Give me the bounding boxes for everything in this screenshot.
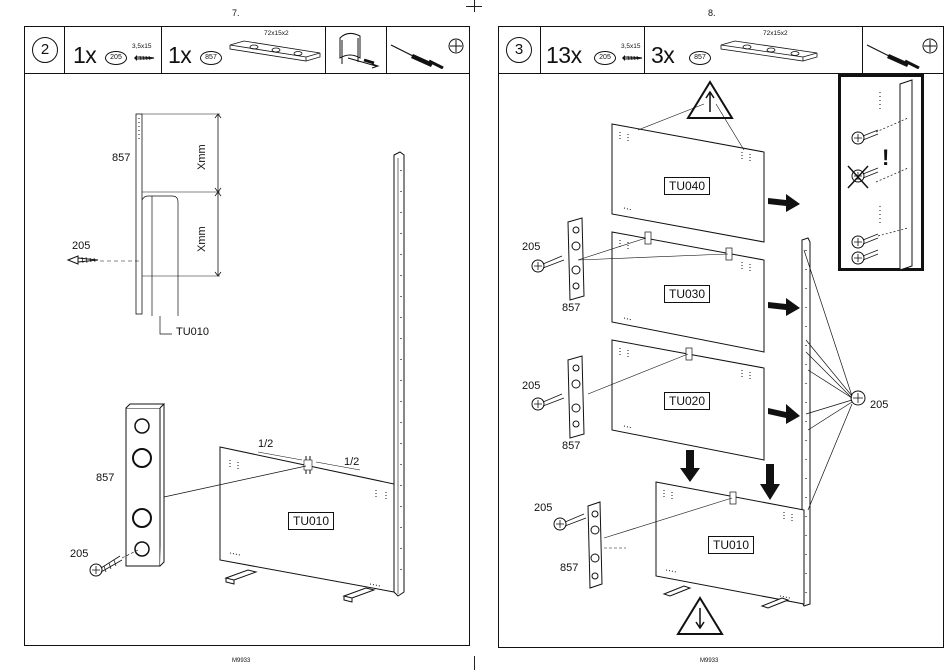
right-screw-label-a: 205 — [522, 241, 540, 253]
right-plate-label-c: 857 — [560, 562, 578, 574]
panel-tu020: TU020 — [664, 392, 710, 410]
right-screw-label-c: 205 — [534, 502, 552, 514]
panel-tu010: TU010 — [708, 536, 754, 554]
right-screw-label-b: 205 — [522, 380, 540, 392]
right-screw-group-label: 205 — [870, 399, 888, 411]
right-plate-label-a: 857 — [562, 302, 580, 314]
panel-tu030: TU030 — [664, 285, 710, 303]
panel-tu040: TU040 — [664, 177, 710, 195]
right-plate-label-b: 857 — [562, 440, 580, 452]
